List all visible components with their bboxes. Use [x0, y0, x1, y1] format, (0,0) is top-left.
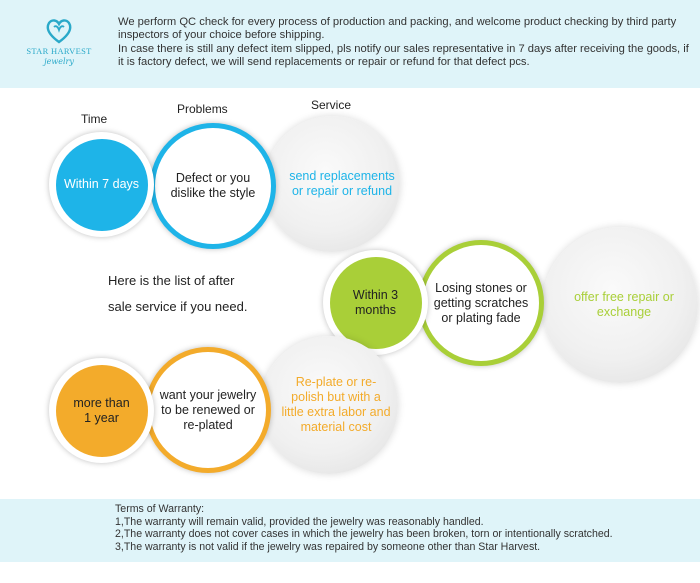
time-text-3: more than 1 year [73, 395, 130, 425]
time-circle-2: Within 3 months [329, 256, 422, 349]
service-text-3: Re-plate or re-polish but with a little … [281, 375, 391, 434]
intro-line-2: sale service if you need. [108, 299, 248, 314]
problem-text-1: Defect or you dislike the style [170, 171, 256, 200]
warranty-item-3: 3,The warranty is not valid if the jewel… [115, 540, 541, 553]
service-text-2: offer free repair or exchange [574, 290, 674, 319]
time-circle-1: Within 7 days [55, 138, 148, 231]
problem-text-3: want your jewelry to be renewed or re-pl… [159, 387, 257, 432]
label-problems: Problems [177, 102, 228, 116]
intro-text: Here is the list of after sale service i… [108, 268, 278, 320]
time-circle-3: more than 1 year [55, 364, 148, 457]
service-circle-1: send replacements or repair or refund [264, 116, 400, 252]
label-service: Service [311, 98, 352, 112]
intro-line-1: Here is the list of after [108, 273, 235, 288]
warranty-footer: Terms of Warranty: 1,The warranty will r… [0, 499, 700, 562]
brand-name: STAR HARVEST [26, 46, 92, 56]
service-circle-2: offer free repair or exchange [542, 227, 698, 383]
service-circle-3: Re-plate or re-polish but with a little … [260, 336, 398, 474]
warranty-text: Terms of Warranty: 1,The warranty will r… [115, 503, 613, 553]
label-time: Time [81, 112, 108, 126]
problem-circle-1: Defect or you dislike the style [150, 123, 276, 249]
header-banner: STAR HARVEST jewelry We perform QC check… [0, 0, 700, 88]
warranty-item-2: 2,The warranty does not cover cases in w… [115, 528, 613, 541]
heart-logo-icon [46, 19, 72, 44]
time-text-1: Within 7 days [63, 177, 140, 191]
header-line-2: In case there is still any defect item s… [118, 42, 689, 69]
problem-circle-2: Losing stones or getting scratches or pl… [418, 240, 544, 366]
problem-circle-3: want your jewelry to be renewed or re-pl… [145, 347, 271, 473]
time-circle-outer-3: more than 1 year [49, 358, 154, 463]
brand-logo: STAR HARVEST jewelry [20, 18, 98, 78]
time-text-2: Within 3 months [352, 287, 399, 317]
brand-subtitle: jewelry [44, 57, 74, 66]
problem-text-2: Losing stones or getting scratches or pl… [433, 280, 529, 325]
header-line-1: We perform QC check for every process of… [118, 16, 677, 42]
warranty-item-1: 1,The warranty will remain valid, provid… [115, 515, 484, 528]
time-circle-outer-1: Within 7 days [49, 132, 154, 237]
warranty-title: Terms of Warranty: [115, 503, 205, 515]
header-text: We perform QC check for every process of… [118, 16, 693, 70]
service-text-1: send replacements or repair or refund [289, 169, 395, 198]
